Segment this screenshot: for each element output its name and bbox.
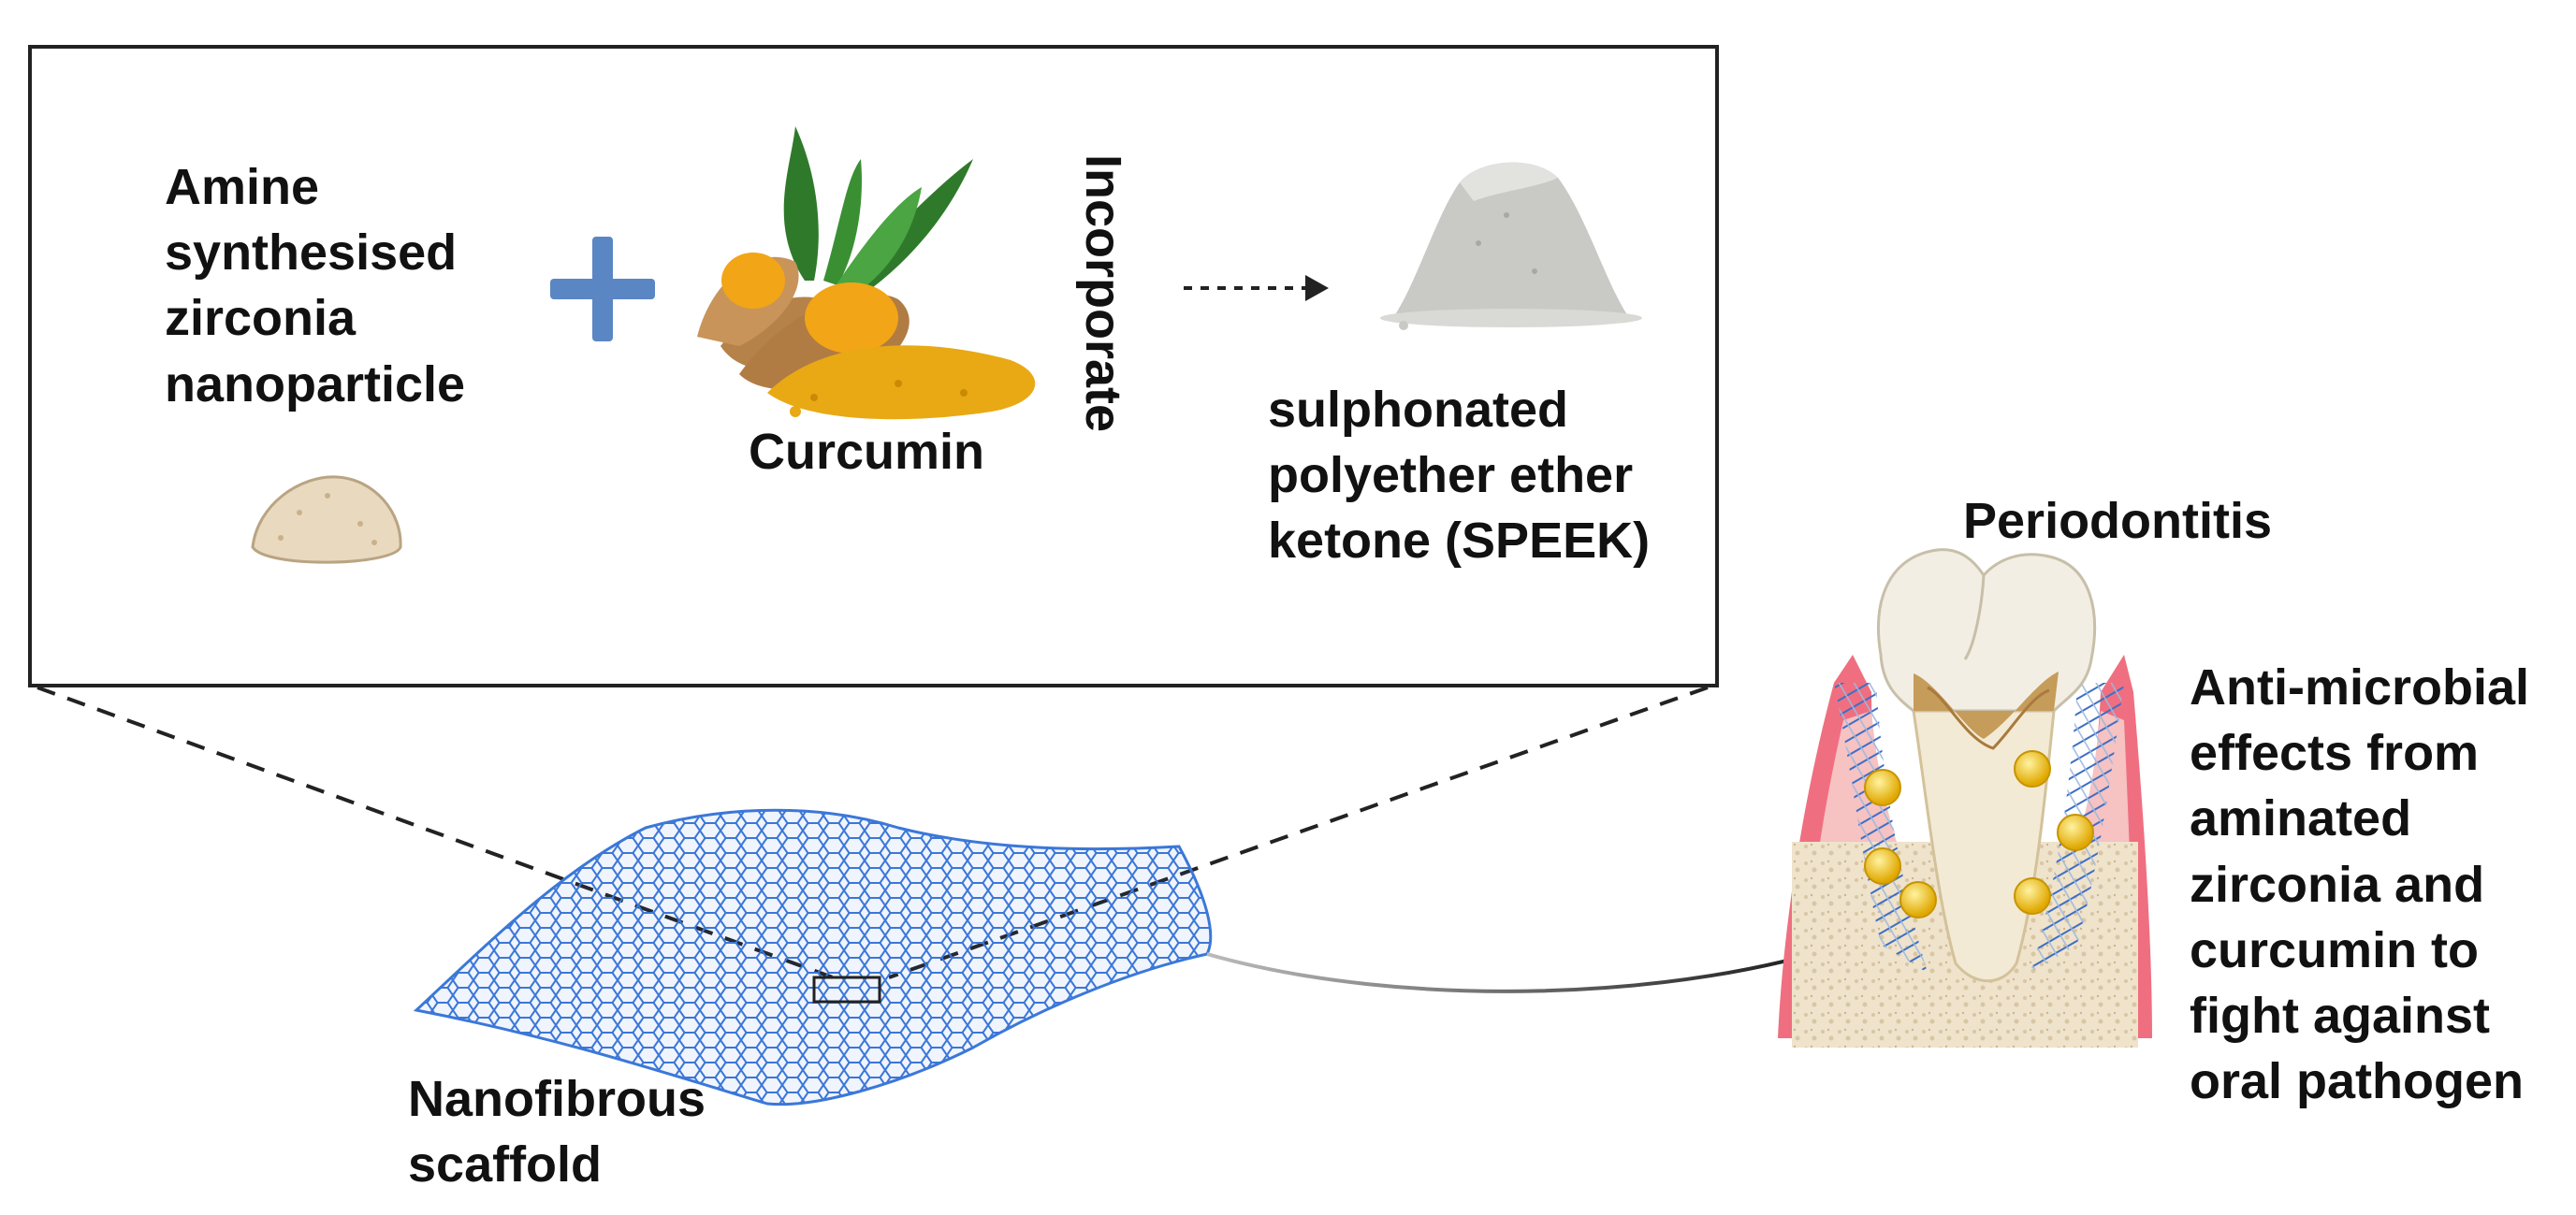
plus-icon [550,237,655,341]
incorporate-arrow-head [1305,275,1329,301]
amine-zirconia-label: Amine synthesised zirconia nanoparticle [165,159,466,412]
incorporate-label: Incorporate [1075,154,1131,433]
application-arrow [1206,938,1858,993]
nanofiber-mesh-icon [413,808,1213,1107]
materials-box [28,45,1719,687]
curcumin-label: Curcumin [749,424,985,480]
tooth-periodontitis-icon [1778,548,2152,1048]
zirconia-powder-icon [251,475,402,564]
scaffold-label: Nanofibrous scaffold [408,1071,706,1193]
turmeric-icon [697,126,1036,420]
antimicrobial-label: Anti-microbial effects from aminated zir… [2190,659,2530,1110]
periodontitis-label: Periodontitis [1963,493,2273,549]
zoom-line-right [888,686,1709,979]
speek-powder-icon [1380,162,1642,330]
speek-label: sulphonated polyether ether ketone (SPEE… [1268,382,1651,570]
